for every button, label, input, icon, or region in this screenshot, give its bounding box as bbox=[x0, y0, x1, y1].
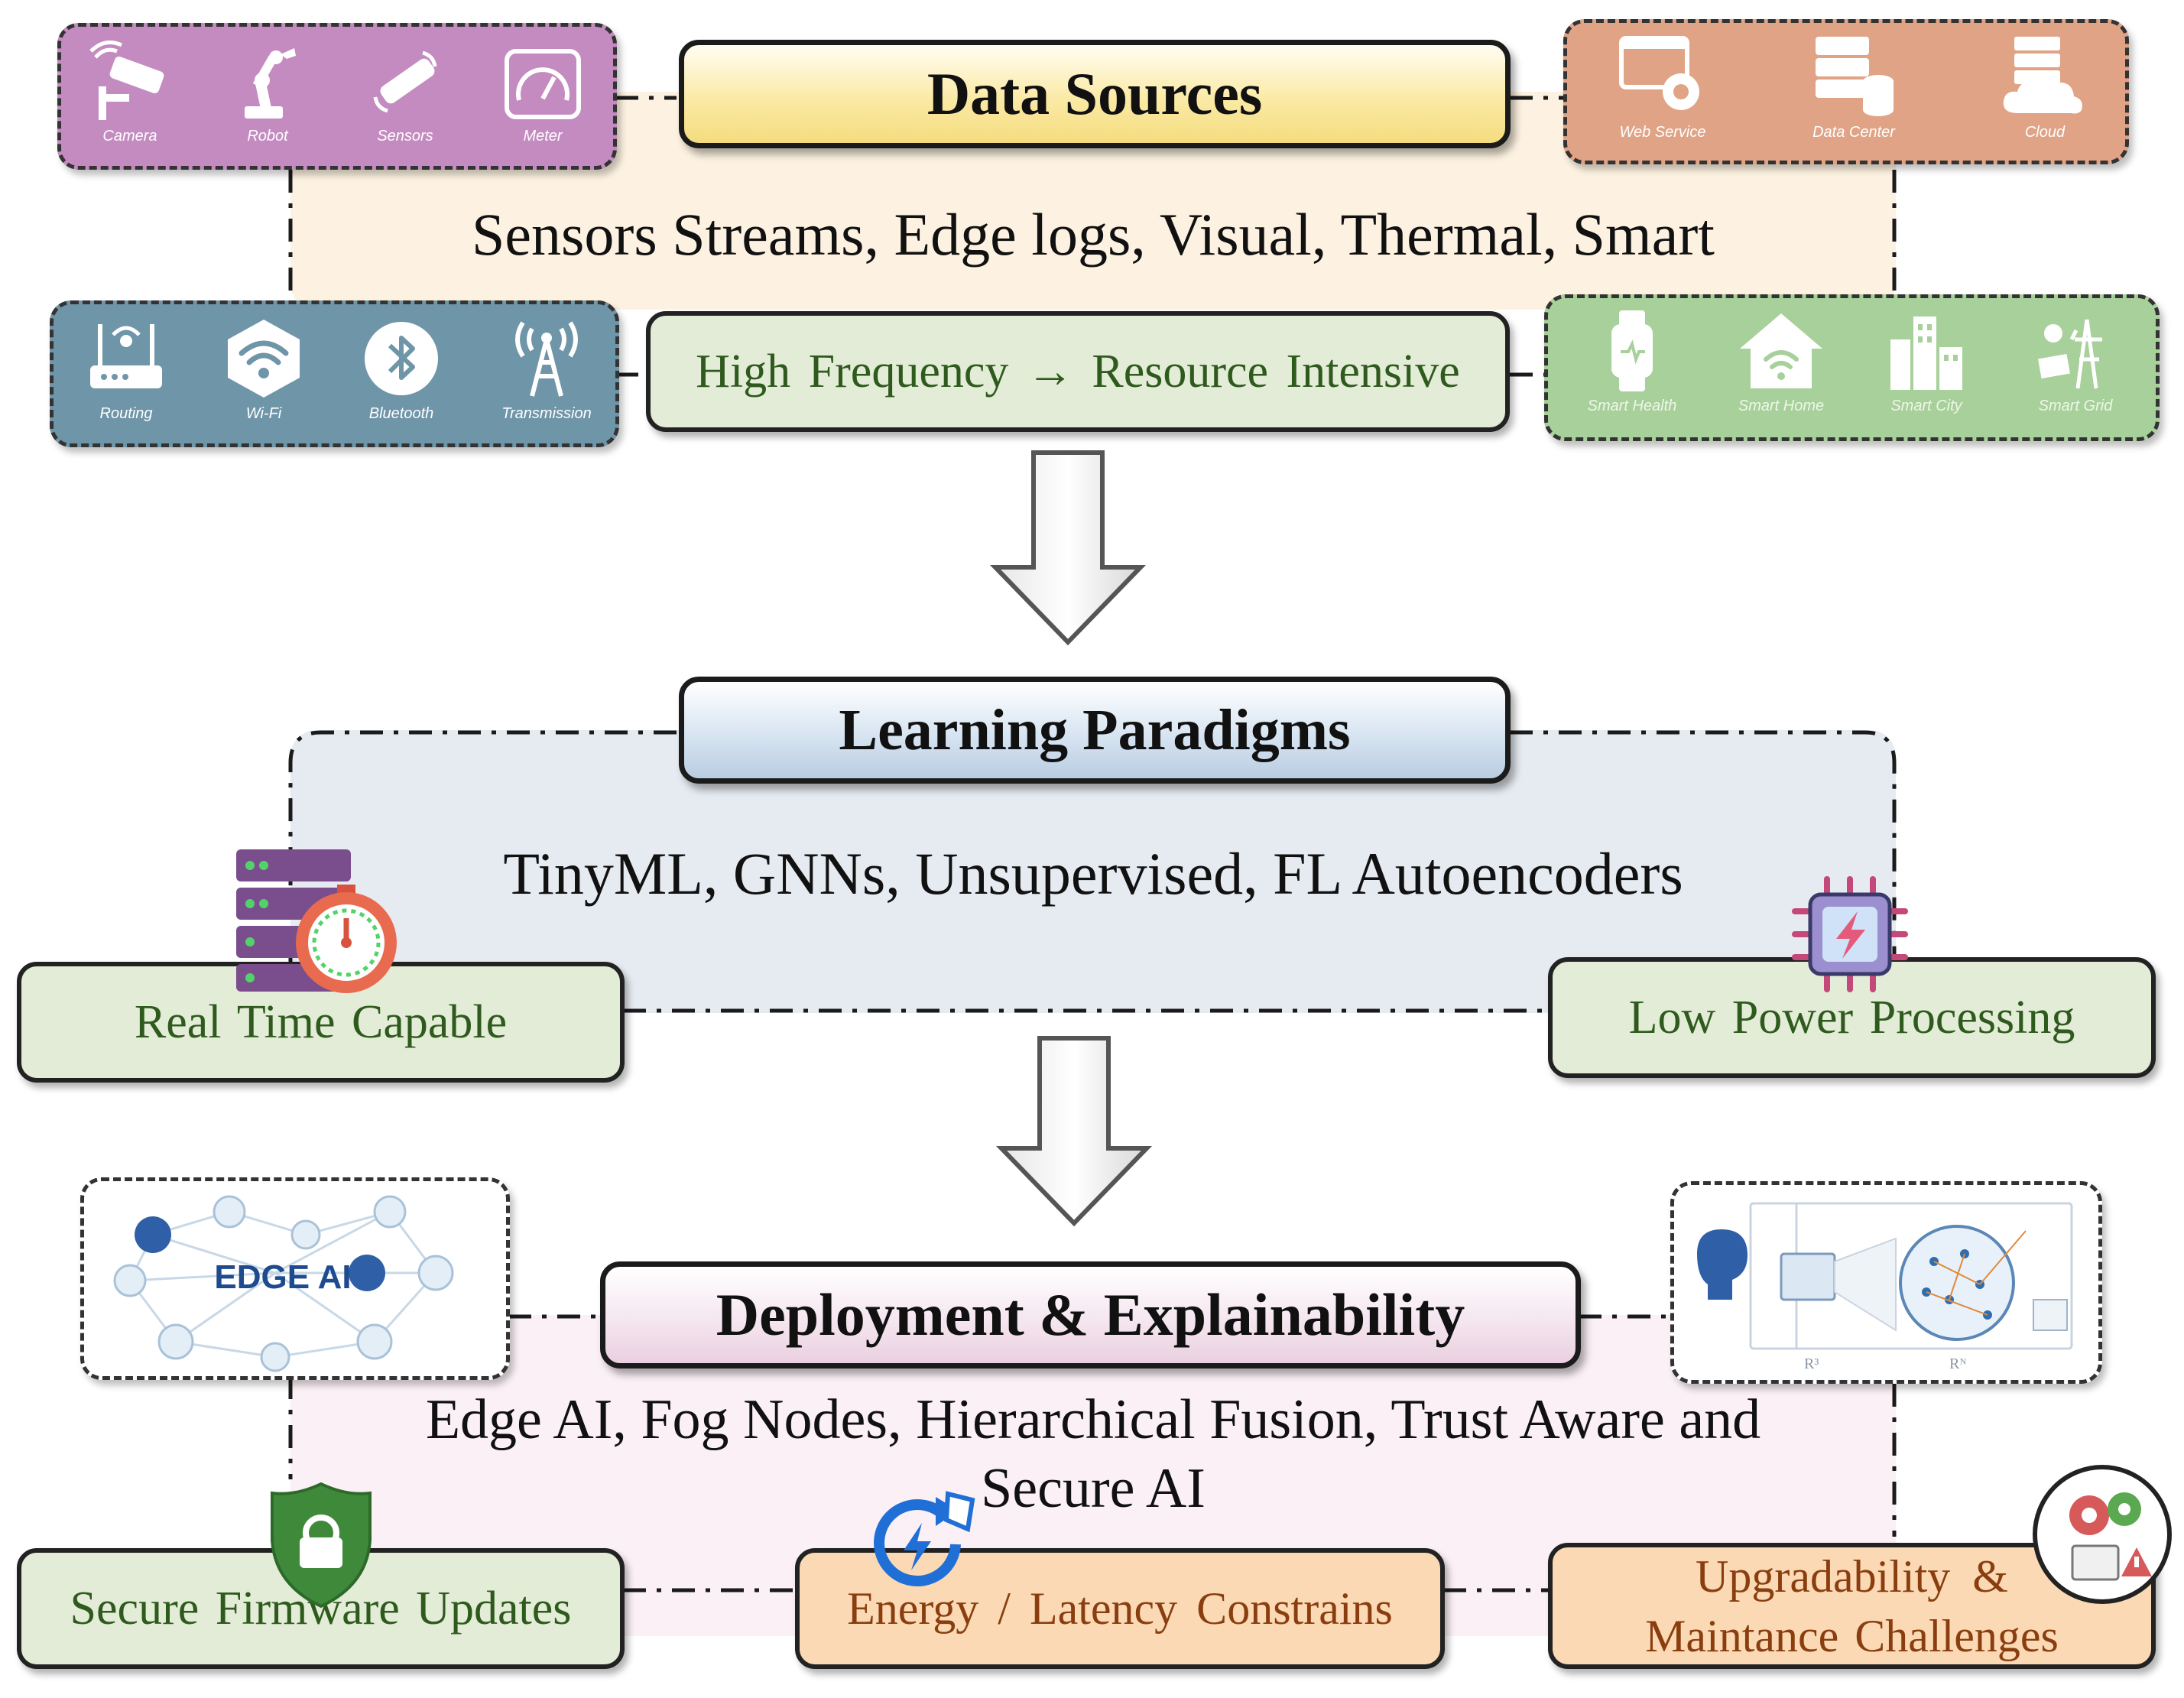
learning-paradigms-description: TinyML, GNNs, Unsupervised, FL Autoencod… bbox=[503, 840, 1683, 907]
connectivity-icons-box: Routing Wi-Fi Bluetooth Transmission bbox=[50, 300, 619, 447]
service-label: Cloud bbox=[2024, 124, 2066, 141]
down-arrow-2 bbox=[995, 1036, 1153, 1227]
data-sources-title: Data Sources bbox=[679, 40, 1511, 148]
upgradability-line1: Upgradability & bbox=[1696, 1550, 2008, 1602]
smart-item-home: Smart Home bbox=[1716, 309, 1846, 415]
cloud-icon bbox=[2003, 37, 2082, 114]
device-icons-box: Camera Robot Sensors Meter bbox=[57, 23, 617, 170]
smart-label: Smart City bbox=[1890, 398, 1962, 414]
meter-icon bbox=[505, 49, 581, 119]
edge-ai-illustration-box: EDGE AI bbox=[80, 1177, 510, 1380]
transmission-tower-icon bbox=[515, 321, 578, 397]
device-item-robot: Robot bbox=[214, 41, 321, 145]
device-label: Meter bbox=[523, 128, 563, 144]
data-center-icon bbox=[1816, 37, 1894, 116]
connectivity-label: Wi-Fi bbox=[245, 405, 282, 422]
device-item-camera: Camera bbox=[76, 41, 183, 145]
web-service-icon bbox=[1619, 36, 1699, 110]
smart-grid-icon bbox=[2038, 319, 2102, 389]
smart-city-icon bbox=[1890, 317, 1962, 390]
smart-watch-icon bbox=[1611, 310, 1653, 391]
connectivity-item-wifi: Wi-Fi bbox=[210, 317, 317, 423]
device-label: Robot bbox=[247, 128, 288, 144]
deployment-title: Deployment & Explainability bbox=[600, 1261, 1581, 1368]
upgradability-line2: Maintance Challenges bbox=[1645, 1610, 2059, 1661]
deployment-description-line1: Edge AI, Fog Nodes, Hierarchical Fusion,… bbox=[425, 1388, 1761, 1451]
down-arrow-1 bbox=[989, 450, 1147, 646]
maintenance-gears-icon bbox=[2033, 1465, 2172, 1604]
smart-item-grid: Smart Grid bbox=[2010, 309, 2140, 415]
high-frequency-box: High Frequency → Resource Intensive bbox=[646, 311, 1510, 432]
learning-paradigms-title: Learning Paradigms bbox=[679, 677, 1511, 784]
sensor-icon bbox=[373, 50, 437, 113]
energy-latency-box: Energy / Latency Constrains bbox=[795, 1548, 1445, 1669]
secure-firmware-updates-box: Secure Firmware Updates bbox=[17, 1548, 625, 1669]
smart-home-icon bbox=[1740, 313, 1822, 388]
service-label: Data Center bbox=[1812, 124, 1895, 141]
service-item-cloud: Cloud bbox=[1980, 34, 2110, 141]
processor-chip-icon bbox=[1792, 876, 1908, 992]
smart-label: Smart Health bbox=[1587, 398, 1677, 414]
brain-network-graphic: R³ Rᴺ bbox=[1697, 1202, 2073, 1372]
connectivity-label: Transmission bbox=[501, 405, 592, 422]
connectivity-label: Routing bbox=[99, 405, 153, 422]
device-item-meter: Meter bbox=[489, 41, 596, 145]
energy-cycle-icon bbox=[874, 1491, 975, 1587]
service-label: Web Service bbox=[1619, 124, 1706, 141]
edge-ai-label: EDGE AI bbox=[214, 1258, 351, 1296]
device-label: Camera bbox=[102, 128, 157, 144]
server-stopwatch-icon bbox=[236, 849, 397, 993]
smart-icons-box: Smart Health Smart Home Smart City Smart… bbox=[1544, 294, 2160, 441]
service-icons-box: Web Service Data Center Cloud bbox=[1563, 19, 2129, 164]
data-sources-description: Sensors Streams, Edge logs, Visual, Ther… bbox=[472, 201, 1715, 268]
deployment-description-line2: Secure AI bbox=[981, 1457, 1206, 1520]
shield-lock-icon bbox=[271, 1482, 372, 1609]
explainability-illustration-box: R³ Rᴺ bbox=[1670, 1181, 2102, 1384]
smart-label: Smart Home bbox=[1738, 398, 1825, 414]
device-label: Sensors bbox=[377, 128, 433, 144]
connectivity-item-routing: Routing bbox=[73, 317, 180, 423]
service-item-web: Web Service bbox=[1598, 34, 1728, 141]
smart-label: Smart Grid bbox=[2038, 398, 2113, 414]
smart-item-health: Smart Health bbox=[1567, 309, 1697, 415]
connectivity-item-transmission: Transmission bbox=[489, 317, 604, 423]
bluetooth-icon bbox=[365, 322, 438, 395]
robot-arm-icon bbox=[245, 48, 296, 119]
connectivity-item-bluetooth: Bluetooth bbox=[348, 317, 455, 423]
service-item-datacenter: Data Center bbox=[1789, 34, 1919, 141]
space-label-r3: R³ bbox=[1804, 1355, 1819, 1372]
router-icon bbox=[90, 324, 162, 388]
edge-ai-network-graphic: EDGE AI bbox=[113, 1195, 454, 1372]
camera-icon bbox=[89, 41, 164, 120]
wifi-icon bbox=[228, 320, 300, 398]
device-item-sensors: Sensors bbox=[352, 41, 459, 145]
smart-item-city: Smart City bbox=[1861, 309, 1991, 415]
space-label-rn: Rᴺ bbox=[1949, 1355, 1967, 1372]
connectivity-label: Bluetooth bbox=[368, 405, 434, 422]
